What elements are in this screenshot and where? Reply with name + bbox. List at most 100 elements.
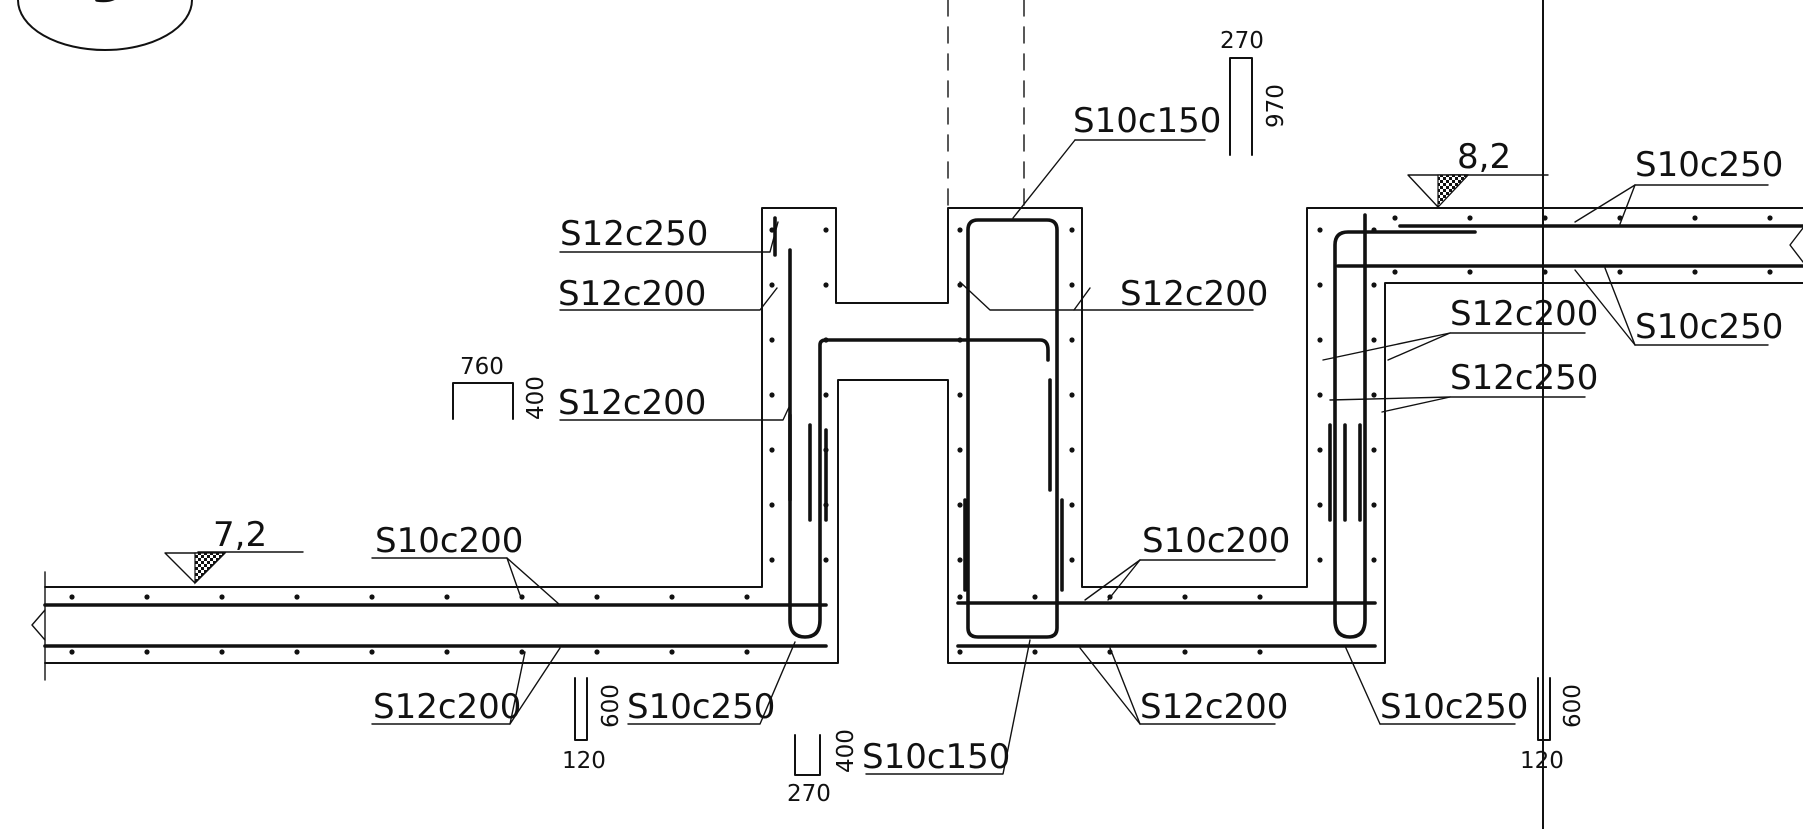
rebar-dot	[444, 649, 450, 655]
rebar-dot	[444, 594, 450, 600]
rebar-dot	[1317, 502, 1323, 508]
rebar-dot	[769, 392, 775, 398]
rebar-dot	[1692, 269, 1698, 275]
rebar-dot	[1069, 227, 1075, 233]
rebar-dot	[1317, 337, 1323, 343]
rebar-dot	[1182, 594, 1188, 600]
label-s10c250-right-top: S10c250	[1635, 145, 1783, 185]
bar-shape-sketches	[452, 57, 1551, 776]
rebar-dot	[1069, 337, 1075, 343]
label-s10c150-bottom: S10c150	[862, 737, 1010, 777]
rebar-dot	[823, 557, 829, 563]
detail-marker-circle	[17, 0, 193, 51]
rebar-dot	[669, 649, 675, 655]
rebar-dot	[823, 447, 829, 453]
rebar-dot	[823, 337, 829, 343]
rebar-dot	[1371, 502, 1377, 508]
level-label-left: 7,2	[213, 515, 267, 555]
rebar-dot	[769, 557, 775, 563]
rebar-dot	[1617, 269, 1623, 275]
dim-br-height: 600	[1560, 684, 1586, 728]
rebar-dot	[744, 594, 750, 600]
dim-bl-width: 120	[562, 748, 606, 774]
rebar-dots	[69, 215, 1773, 655]
rebar-dot	[219, 649, 225, 655]
dim-br-width: 120	[1520, 748, 1564, 774]
rebar-dot	[957, 594, 963, 600]
rebar-dot	[1317, 282, 1323, 288]
rebar-dot	[957, 227, 963, 233]
rebar-dot	[1692, 215, 1698, 221]
rebar-dot	[1371, 447, 1377, 453]
rebar-dot	[1371, 557, 1377, 563]
label-s12c200-right-wall: S12c200	[1450, 294, 1598, 334]
rebar-dot	[1467, 269, 1473, 275]
rebar-dot	[1032, 649, 1038, 655]
label-s12c200-left-bottom: S12c200	[373, 687, 521, 727]
rebar-dot	[594, 649, 600, 655]
rebar-dot	[1257, 649, 1263, 655]
label-s10c150-top: S10c150	[1073, 101, 1221, 141]
rebar-lines	[43, 213, 1803, 648]
rebar-dot	[69, 649, 75, 655]
label-s12c200-center: S12c200	[1120, 274, 1268, 314]
rebar-dot	[823, 502, 829, 508]
rebar-dot	[669, 594, 675, 600]
level-marker-right	[1407, 174, 1470, 209]
rebar-dot	[957, 557, 963, 563]
rebar-dot	[957, 337, 963, 343]
dim-top-height: 970	[1263, 84, 1289, 128]
rebar-dot	[519, 594, 525, 600]
rebar-dot	[1032, 594, 1038, 600]
rebar-dot	[1069, 447, 1075, 453]
rebar-dot	[1317, 447, 1323, 453]
rebar-dot	[1392, 215, 1398, 221]
label-s12c200-left-mid: S12c200	[558, 383, 706, 423]
rebar-dot	[519, 649, 525, 655]
rebar-dot	[823, 392, 829, 398]
label-s12c200-center-bottom: S12c200	[1140, 687, 1288, 727]
rebar-dot	[1069, 392, 1075, 398]
dim-bc-width: 270	[787, 781, 831, 807]
dim-bl-height: 600	[598, 684, 624, 728]
rebar-dot	[957, 447, 963, 453]
rebar-dot	[1767, 215, 1773, 221]
rebar-dot	[1069, 502, 1075, 508]
rebar-dot	[1069, 557, 1075, 563]
rebar-dot	[369, 594, 375, 600]
rebar-dot	[1182, 649, 1188, 655]
text-labels: S12c250 S12c200 S12c200 S10c200 S12c200 …	[213, 28, 1783, 807]
rebar-dot	[1317, 557, 1323, 563]
rebar-dot	[957, 649, 963, 655]
label-s10c250-right-bottom: S10c250	[1635, 307, 1783, 347]
label-s12c200-top-left: S12c200	[558, 274, 706, 314]
label-s12c250-right-wall: S12c250	[1450, 358, 1598, 398]
rebar-dot	[1371, 337, 1377, 343]
label-s10c250-left-bottom: S10c250	[627, 687, 775, 727]
rebar-dot	[823, 282, 829, 288]
dim-left-height: 400	[523, 376, 549, 420]
rebar-dot	[769, 502, 775, 508]
level-label-right: 8,2	[1457, 137, 1511, 177]
rebar-dot	[1467, 215, 1473, 221]
rebar-dot	[1392, 269, 1398, 275]
rebar-dot	[1317, 392, 1323, 398]
rebar-dot	[769, 447, 775, 453]
rebar-dot	[957, 392, 963, 398]
rebar-dot	[1371, 392, 1377, 398]
rebar-dot	[769, 282, 775, 288]
rebar-dot	[957, 502, 963, 508]
label-s10c200-center: S10c200	[1142, 521, 1290, 561]
rebar-dot	[594, 594, 600, 600]
rebar-dot	[1069, 282, 1075, 288]
rebar-dot	[369, 649, 375, 655]
dim-bc-height: 400	[833, 729, 859, 773]
rebar-dot	[219, 594, 225, 600]
rebar-dot	[144, 594, 150, 600]
rebar-dot	[1257, 594, 1263, 600]
label-s12c250-top-left: S12c250	[560, 214, 708, 254]
rebar-dot	[69, 594, 75, 600]
rebar-dot	[294, 594, 300, 600]
rebar-dot	[823, 227, 829, 233]
